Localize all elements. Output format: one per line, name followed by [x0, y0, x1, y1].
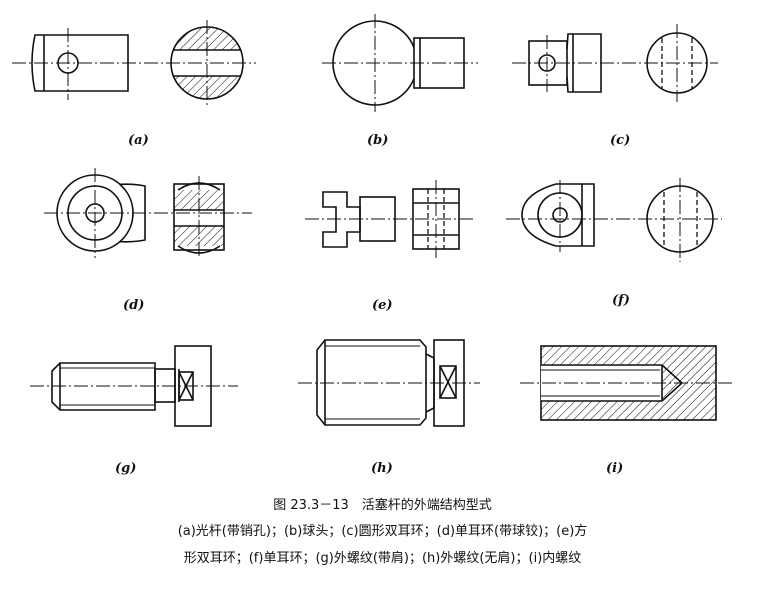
sublabel-c: (c) [610, 133, 631, 148]
figure-caption-line-2: 形双耳环；(f)单耳环；(g)外螺纹(带肩)；(h)外螺纹(无肩)；(i)内螺纹 [183, 551, 582, 566]
sublabel-h: (h) [371, 461, 393, 476]
drawing-f-single-lug [521, 183, 595, 247]
drawing-h-external-thread [316, 339, 465, 427]
sublabel-f: (f) [612, 293, 630, 308]
sublabel-g: (g) [115, 461, 137, 476]
sublabel-e: (e) [372, 298, 393, 313]
drawing-i-internal-thread [540, 345, 717, 421]
figure-caption-line-1: (a)光杆(带销孔)；(b)球头；(c)圆形双耳环；(d)单耳环(带球铰)；(e… [177, 524, 588, 539]
sublabel-i: (i) [606, 461, 624, 476]
sublabel-a: (a) [128, 133, 149, 148]
figure-caption-title: 图 23.3－13 活塞杆的外端结构型式 [273, 498, 492, 513]
center-lines [12, 14, 733, 387]
sublabel-b: (b) [367, 133, 389, 148]
sublabel-d: (d) [123, 298, 145, 313]
